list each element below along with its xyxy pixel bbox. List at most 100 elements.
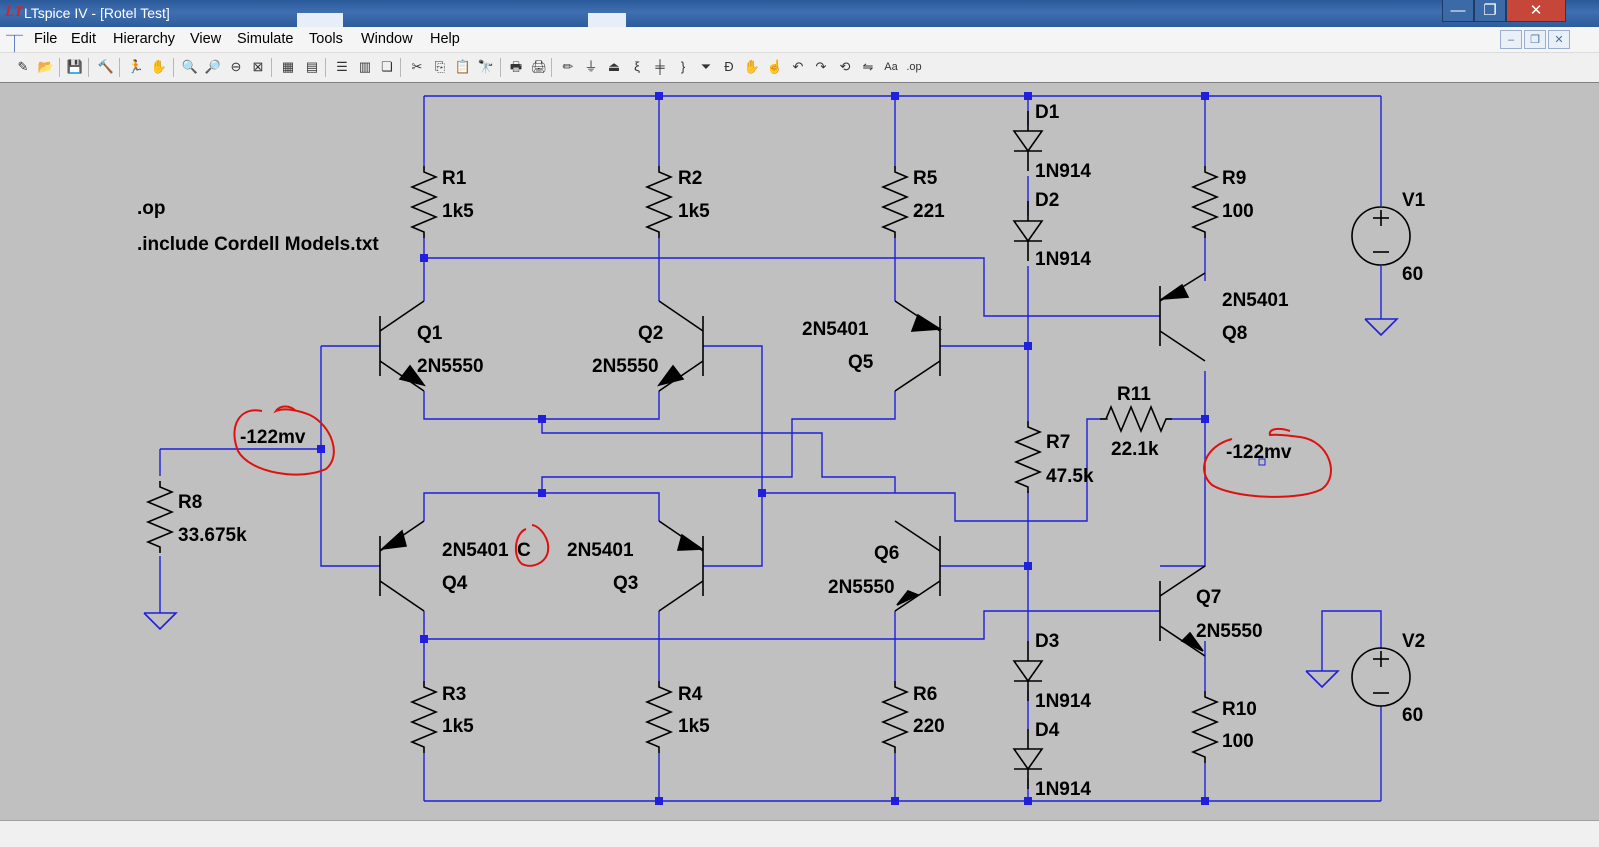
diode-icon[interactable]: ⏷ <box>700 59 712 74</box>
cut-icon[interactable]: ✂ <box>411 59 423 74</box>
menu-help[interactable]: Help <box>430 31 460 47</box>
autorange-icon[interactable]: ▦ <box>281 59 295 74</box>
paste-icon[interactable]: 📋 <box>454 59 472 74</box>
document-menu-icon[interactable]: ⏉ <box>6 35 23 54</box>
inductor-icon[interactable]: } <box>680 59 686 74</box>
resistor-r6[interactable] <box>882 680 908 754</box>
resistor-r4[interactable] <box>646 680 672 754</box>
print-icon[interactable]: 🖶 <box>509 59 523 74</box>
menu-tools[interactable]: Tools <box>309 31 343 47</box>
mdi-restore-button[interactable]: ❐ <box>1524 30 1546 49</box>
transistor-q5[interactable] <box>894 300 943 392</box>
component-value-r6: 220 <box>913 716 945 737</box>
component-value-r9: 100 <box>1222 201 1254 222</box>
menu-view[interactable]: View <box>190 31 222 47</box>
toolbar-separator <box>59 58 60 77</box>
component-value-r4: 1k5 <box>678 716 710 737</box>
close-button[interactable]: ✕ <box>1506 0 1566 22</box>
rotate-icon[interactable]: ⟲ <box>839 59 851 74</box>
component-value-d1: 1N914 <box>1035 161 1091 182</box>
redo-icon[interactable]: ↷ <box>815 59 827 74</box>
menu-hierarchy[interactable]: Hierarchy <box>113 31 176 47</box>
component-ref-q8: Q8 <box>1222 323 1247 344</box>
run-icon[interactable]: 🏃 <box>127 59 145 74</box>
transistor-q2[interactable] <box>657 300 704 392</box>
maximize-button[interactable]: ❐ <box>1474 0 1506 22</box>
component-value-q7: 2N5550 <box>1196 621 1263 642</box>
mdi-close-button[interactable]: ✕ <box>1548 30 1570 49</box>
resistor-r2[interactable] <box>646 165 672 239</box>
transistor-q1[interactable] <box>379 300 426 392</box>
minimize-button[interactable]: — <box>1442 0 1474 22</box>
zoom-out-icon[interactable]: ⊖ <box>230 59 242 74</box>
ground-symbol-v1[interactable] <box>1364 318 1398 336</box>
component-icon[interactable]: Ɖ <box>724 59 734 74</box>
component-value-r7: 47.5k <box>1046 466 1094 487</box>
menu-file[interactable]: File <box>34 31 58 47</box>
menu-simulate[interactable]: Simulate <box>237 31 294 47</box>
resistor-r9[interactable] <box>1192 165 1218 239</box>
new-schematic-icon[interactable]: ✎ <box>17 59 29 74</box>
ground-symbol-v2[interactable] <box>1305 670 1339 688</box>
component-ref-r5: R5 <box>913 168 938 189</box>
component-ref-r3: R3 <box>442 684 466 705</box>
ground-icon[interactable]: ⏚ <box>584 59 598 74</box>
component-ref-v1: V1 <box>1402 190 1426 211</box>
transistor-q4[interactable] <box>379 520 425 612</box>
resistor-r7[interactable] <box>1015 420 1041 494</box>
resistor-icon[interactable]: ξ <box>634 59 640 74</box>
resistor-r3[interactable] <box>411 680 437 754</box>
zoom-in-icon[interactable]: 🔍 <box>181 59 199 74</box>
resistor-r10[interactable] <box>1192 690 1218 764</box>
component-ref-r7: R7 <box>1046 432 1070 453</box>
control-panel-icon[interactable]: 🔨 <box>97 59 115 74</box>
find-icon[interactable]: 🔭 <box>477 59 495 74</box>
menu-edit[interactable]: Edit <box>71 31 96 47</box>
component-ref-q5: Q5 <box>848 352 874 373</box>
halt-icon[interactable]: ✋ <box>150 59 168 74</box>
resistor-r1[interactable] <box>411 165 437 239</box>
component-ref-r1: R1 <box>442 168 467 189</box>
capacitor-icon[interactable]: ╪ <box>655 59 665 74</box>
cascade-icon[interactable]: ❏ <box>381 59 393 74</box>
component-value-r3: 1k5 <box>442 716 474 737</box>
undo-icon[interactable]: ↶ <box>792 59 804 74</box>
wire-icon[interactable]: ✏ <box>562 59 574 74</box>
tile-horizontal-icon[interactable]: ☰ <box>336 59 348 74</box>
transistor-q8[interactable] <box>1159 272 1206 362</box>
spice-directive-include: .include Cordell Models.txt <box>137 234 379 255</box>
resistor-r8[interactable] <box>147 480 173 554</box>
cursor-marker <box>1258 458 1266 466</box>
print-preview-icon[interactable]: 🖨 <box>530 59 548 74</box>
pan-icon[interactable]: 🔎 <box>204 59 222 74</box>
transistor-q6[interactable] <box>894 520 941 612</box>
text-icon[interactable]: Aa <box>884 61 898 73</box>
ground-symbol-r8[interactable] <box>143 612 177 630</box>
mirror-icon[interactable]: ⇋ <box>862 59 874 74</box>
resistor-r5[interactable] <box>882 165 908 239</box>
transistor-q3[interactable] <box>658 520 705 612</box>
toolbar-separator <box>551 58 552 77</box>
transistor-q7[interactable] <box>1159 565 1206 657</box>
move-icon[interactable]: ✋ <box>743 59 761 74</box>
label-net-icon[interactable]: ⏏ <box>607 59 621 74</box>
spice-directive-icon[interactable]: .op <box>906 61 922 73</box>
status-bar <box>0 820 1599 847</box>
drag-icon[interactable]: ☝ <box>766 59 784 74</box>
zoom-fit-icon[interactable]: ⊠ <box>252 59 264 74</box>
voltage-source-v1[interactable] <box>1351 206 1411 266</box>
save-icon[interactable]: 💾 <box>66 59 84 74</box>
resistor-r11[interactable] <box>1099 406 1173 432</box>
menu-window[interactable]: Window <box>361 31 413 47</box>
voltage-source-v2[interactable] <box>1351 647 1411 707</box>
mdi-minimize-button[interactable]: – <box>1500 30 1522 49</box>
copy-icon[interactable]: ⎘ <box>434 59 446 74</box>
open-icon[interactable]: 📂 <box>37 59 55 74</box>
plot-settings-icon[interactable]: ▤ <box>305 59 319 74</box>
component-value-r5: 221 <box>913 201 945 222</box>
annotation-voltage-right: -122mv <box>1226 442 1292 463</box>
title-bar: LT LTspice IV - [Rotel Test] — ❐ ✕ <box>0 0 1599 27</box>
menu-bar: ⏉ File Edit Hierarchy View Simulate Tool… <box>0 27 1599 54</box>
tile-vertical-icon[interactable]: ▥ <box>358 59 372 74</box>
